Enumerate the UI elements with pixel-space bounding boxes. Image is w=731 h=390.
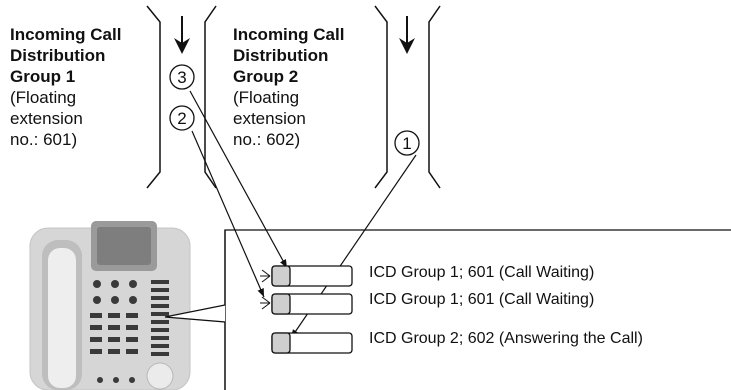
call-marker-3-text: 3 (177, 68, 186, 87)
icd-button-1-label: ICD Group 1; 601 (Call Waiting) (369, 264, 595, 281)
call-marker-1-text: 1 (402, 134, 411, 153)
arrow-call3 (189, 90, 288, 269)
icd-button-2-label: ICD Group 1; 601 (Call Waiting) (369, 291, 595, 308)
group1-label: Incoming Call Distribution Group 1 (Floa… (10, 24, 160, 150)
queue-lanes (146, 5, 441, 189)
flash-indicator-1 (260, 269, 271, 283)
group2-sub-line3: no.: 602) (233, 130, 301, 149)
icd-button-3 (271, 332, 353, 354)
group2-title-line2: Distribution (233, 46, 329, 65)
group2-title-line3: Group 2 (233, 67, 299, 86)
group2-title-line1: Incoming Call (233, 25, 345, 44)
telephone-icon (29, 221, 191, 390)
lane1-down-arrow (174, 16, 190, 54)
call-marker-2-text: 2 (177, 109, 186, 128)
lane1-left-bracket (146, 5, 161, 189)
group2-sub-line2: extension (233, 109, 306, 128)
lane2-left-bracket (374, 5, 388, 189)
call-marker-1: 1 (394, 130, 420, 156)
icd-button-2 (271, 293, 353, 315)
group1-sub-line2: extension (10, 109, 83, 128)
lane2-right-bracket (428, 5, 441, 189)
group1-title-line3: Group 1 (10, 67, 76, 86)
flash-indicator-2 (260, 296, 271, 310)
group2-label: Incoming Call Distribution Group 2 (Floa… (233, 24, 383, 150)
icd-button-3-label: ICD Group 2; 602 (Answering the Call) (369, 330, 643, 347)
lane1-right-bracket (204, 5, 217, 189)
arrow-call2 (191, 130, 265, 298)
group1-sub-line3: no.: 601) (10, 130, 78, 149)
icd-button-1 (271, 265, 353, 287)
callout-pointer (164, 230, 226, 390)
lane2-down-arrow (399, 16, 415, 54)
group1-sub-line1: (Floating (10, 88, 77, 107)
call-marker-3: 3 (169, 64, 195, 90)
call-marker-2: 2 (169, 105, 195, 131)
group2-sub-line1: (Floating (233, 88, 300, 107)
group1-title-line1: Incoming Call (10, 25, 122, 44)
group1-title-line2: Distribution (10, 46, 106, 65)
